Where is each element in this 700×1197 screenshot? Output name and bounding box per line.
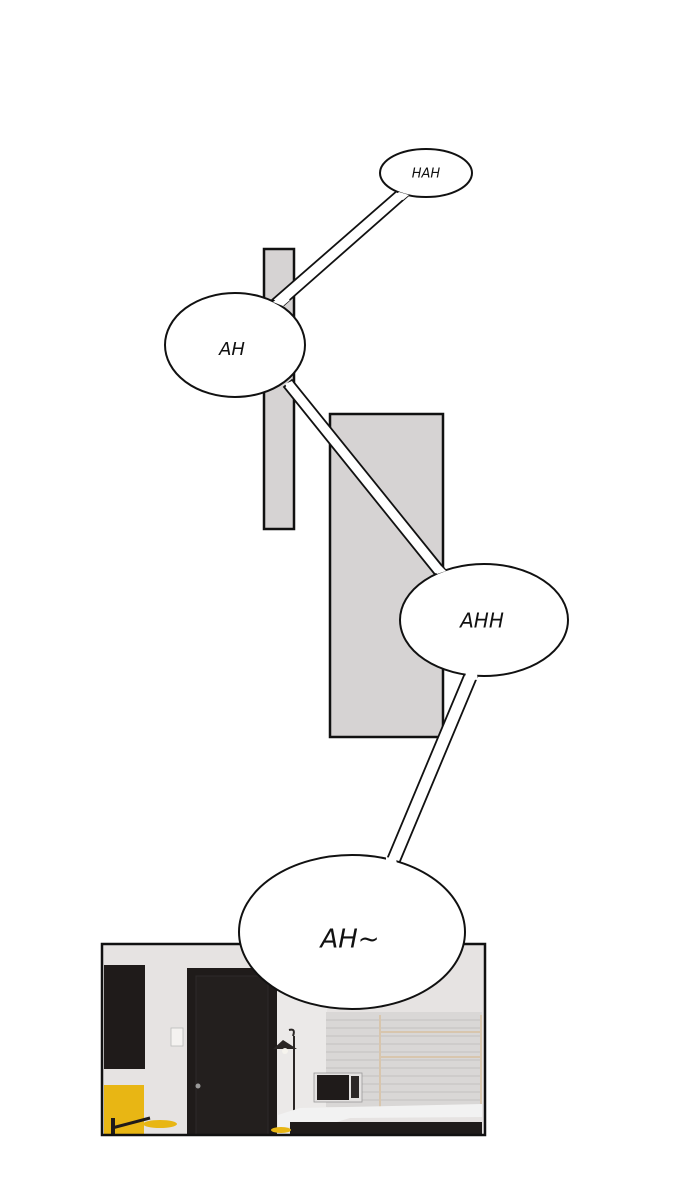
dish-shelves <box>379 1015 482 1108</box>
bubble-text-ah-tilde: AH~ <box>318 925 379 955</box>
wall-frame <box>104 965 145 1069</box>
bubbles <box>164 148 569 1010</box>
bubble-connectors <box>270 188 480 867</box>
microwave <box>313 1072 363 1103</box>
bubble-ah <box>164 292 306 398</box>
yellow-chair <box>104 1085 144 1135</box>
door-knob <box>195 1083 201 1089</box>
light-switch <box>170 1027 184 1047</box>
kitchen-counter <box>278 1104 482 1127</box>
bubble-hah <box>379 148 473 198</box>
bubble-ah-tilde <box>238 854 466 1010</box>
yellow-stool <box>143 1120 177 1128</box>
bubble-text-ah: AH <box>218 339 245 360</box>
tail-hah-ah <box>270 188 412 307</box>
bubble-text-hah: HAH <box>412 167 441 182</box>
bubble-text-ahh: AHH <box>458 609 504 633</box>
bubble-ahh <box>399 563 569 677</box>
